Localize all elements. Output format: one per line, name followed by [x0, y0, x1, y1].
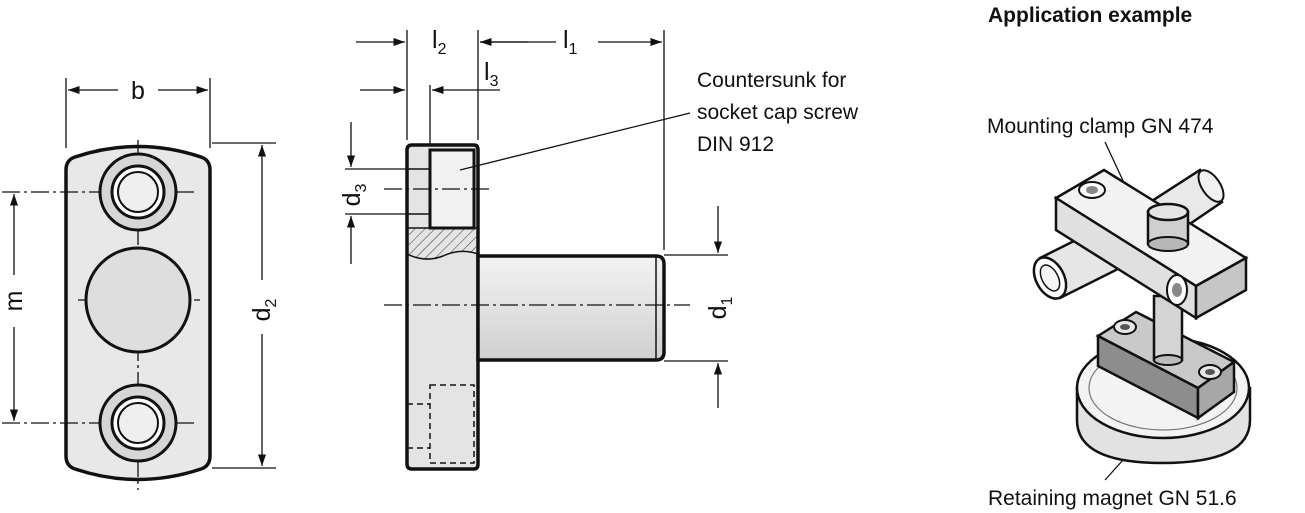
magnet-label: Retaining magnet GN 51.6 [988, 487, 1237, 510]
section-hatch [406, 227, 479, 260]
central-shaft-circle [84, 246, 192, 354]
countersunk-callout: Countersunk for socket cap screw DIN 912 [697, 69, 864, 156]
application-example: Application example Mounting clamp GN 47… [987, 4, 1252, 510]
hidden-lower-bore [407, 384, 475, 464]
front-view: b m d2 [0, 77, 280, 490]
shaft-side [476, 254, 666, 362]
dim-label-m: m [0, 291, 28, 312]
dim-label-d3: d3 [338, 184, 370, 207]
dim-label-l3: l3 [484, 58, 499, 90]
bottom-mounting-hole [98, 383, 178, 463]
mounting-clamp-illustration [1032, 168, 1249, 321]
dim-label-d1: d1 [704, 297, 736, 320]
dim-label-b: b [131, 77, 145, 105]
side-view: l2 l1 l3 d3 d1 Countersunk for socket ca… [338, 26, 864, 471]
dim-label-l2: l2 [432, 26, 447, 58]
callout-leader [459, 112, 691, 171]
top-mounting-hole [98, 152, 178, 232]
dim-label-l1: l1 [563, 26, 578, 58]
dim-label-d2: d2 [248, 299, 280, 322]
application-heading: Application example [988, 4, 1192, 27]
clamp-label: Mounting clamp GN 474 [987, 115, 1214, 138]
